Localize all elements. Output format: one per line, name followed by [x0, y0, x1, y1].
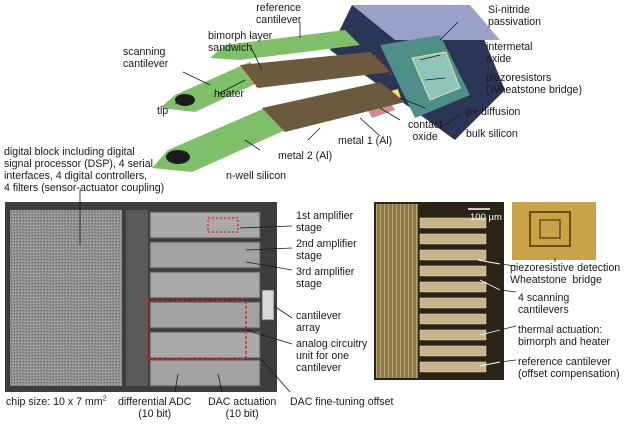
label-cantilever-array: cantilever array — [296, 310, 342, 334]
label-reference-cantilever: reference cantilever — [256, 2, 302, 26]
label-p-diffusion: p+ diffusion — [466, 106, 521, 118]
micro-cantilevers — [419, 217, 487, 373]
label-dac: DAC actuation (10 bit) — [208, 396, 277, 420]
label-bulk-silicon: bulk silicon — [466, 128, 518, 140]
digital-block-area — [10, 210, 122, 386]
reference-cantilever-tip — [210, 45, 240, 60]
label-intermetal-oxide: intermetal oxide — [486, 41, 533, 65]
label-chip-size: chip size: 10 x 7 mm2 — [6, 395, 107, 408]
trace-area — [376, 204, 418, 378]
label-scale: 100 µm — [470, 212, 502, 223]
inset-photo — [512, 202, 596, 260]
label-adc: differential ADC (10 bit) — [118, 396, 192, 420]
label-amp3: 3rd amplifier stage — [296, 266, 355, 290]
label-four-cantilevers: 4 scanning cantilevers — [518, 292, 570, 316]
reference-cantilever-beam — [225, 30, 360, 60]
si-nitride-layer — [352, 5, 500, 40]
bimorph-sandwich-1 — [240, 52, 390, 88]
label-amp2: 2nd amplifier stage — [296, 238, 357, 262]
label-dac-fine: DAC fine-tuning offset — [290, 396, 394, 408]
amp-highlight-1 — [207, 217, 239, 233]
inset-inner — [539, 219, 561, 239]
cantilever-array-block — [261, 289, 275, 321]
chip-size-text: chip size: 10 x 7 mm — [6, 396, 103, 408]
label-heater: heater — [214, 88, 245, 100]
label-metal1: metal 1 (Al) — [338, 135, 393, 147]
label-si-nitride: Si-nitride passivation — [488, 4, 541, 28]
label-piezo-detect: piezoresistive detection Wheatstone brid… — [510, 262, 621, 286]
tip-2-icon — [166, 150, 190, 164]
wheatstone-bridge-pattern — [411, 51, 461, 101]
label-metal2: metal 2 (Al) — [278, 150, 333, 162]
label-amp1: 1st amplifier stage — [296, 210, 354, 234]
label-digital-block: digital block including digital signal p… — [4, 146, 165, 194]
label-analog-unit: analog circuitry unit for one cantilever — [296, 338, 368, 374]
scanning-cantilever-green — [175, 62, 268, 112]
label-scanning-cantilever: scanning cantilever — [123, 46, 169, 70]
analog-units — [149, 211, 261, 387]
label-piezoresistors: piezoresistors (Wheatstone bridge) — [486, 72, 582, 96]
heater-marker-2 — [374, 54, 393, 76]
label-reference: reference cantilever (offset compensatio… — [518, 356, 620, 380]
label-tip: tip — [157, 105, 169, 117]
chip-size-sup: 2 — [102, 395, 107, 403]
label-n-well: n-well silicon — [226, 170, 287, 182]
label-bimorph: bimorph layer sandwich — [208, 30, 273, 54]
bus-area — [126, 210, 148, 386]
label-contact-oxide: contact oxide — [408, 119, 443, 143]
bimorph-sandwich-2 — [262, 82, 405, 132]
analog-unit-highlight — [145, 300, 247, 360]
lower-cantilever-green — [168, 108, 290, 172]
heater-marker-1 — [241, 65, 259, 89]
label-thermal: thermal actuation: bimorph and heater — [518, 324, 610, 348]
inset-bridge — [529, 211, 571, 247]
